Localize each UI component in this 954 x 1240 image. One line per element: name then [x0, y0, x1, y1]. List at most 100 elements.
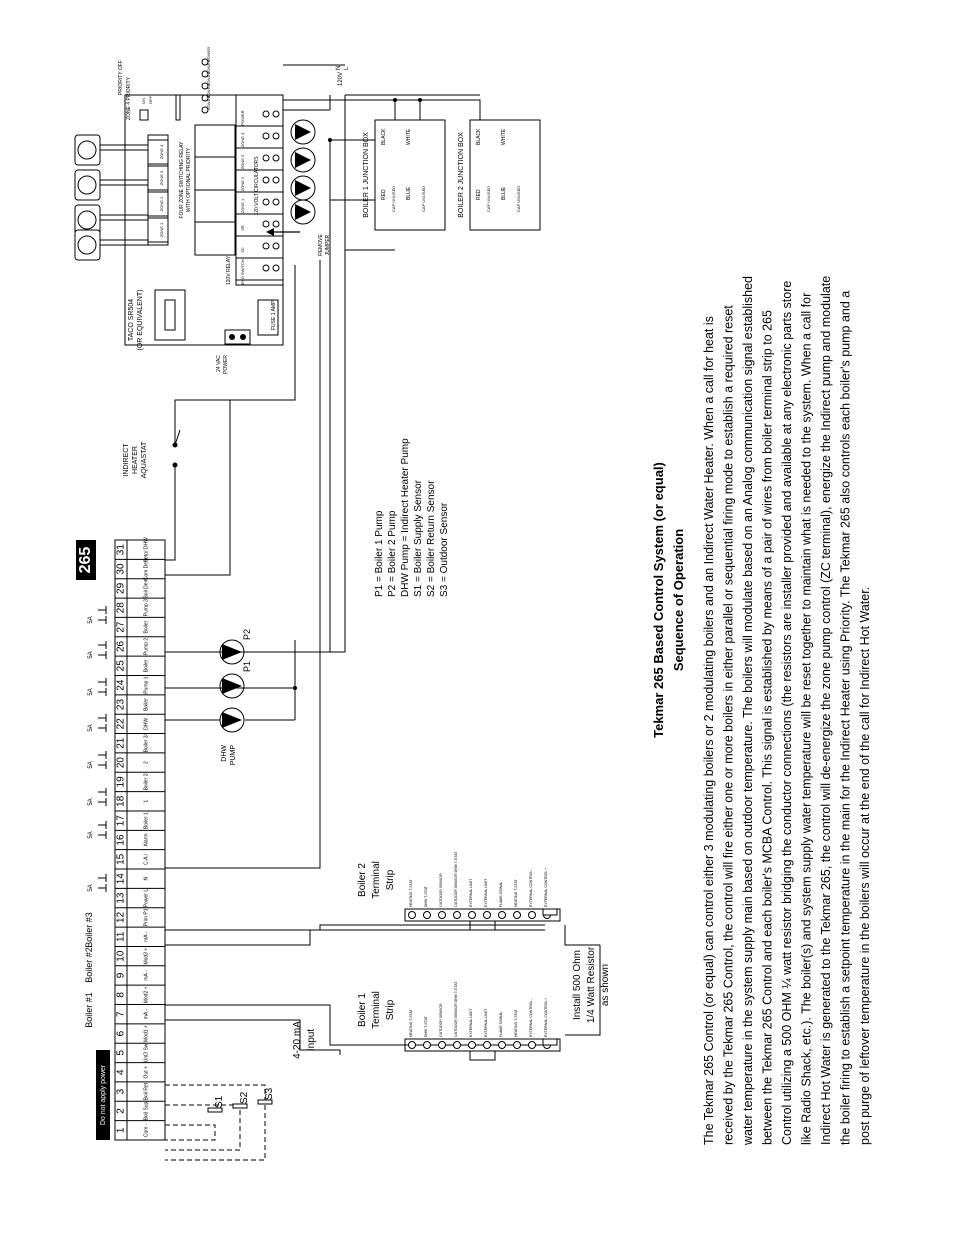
fuse-label: 5A [88, 761, 94, 768]
strip-terminal-label: EXTERNAL CONTROL + [544, 868, 548, 907]
strip-screw [483, 1041, 491, 1049]
relay-contact-symbol [98, 751, 107, 769]
taco-screw [272, 154, 280, 162]
tekmar-terminal-number: 13 [116, 892, 127, 904]
resistor [542, 1038, 558, 1046]
zone-terminal [147, 139, 169, 165]
taco-output-block [235, 94, 284, 286]
tekmar-terminal-number: 17 [116, 815, 127, 827]
vac-screw-1 [229, 334, 235, 340]
resistor-note-line3: as shown [600, 964, 611, 1006]
tekmar-terminal-number: 8 [116, 992, 127, 998]
strip-terminal-label: EXTERNAL LIMIT [469, 878, 473, 907]
led-label: ZONE 4 [206, 95, 211, 110]
taco-output-label: ZONE 2 [240, 176, 245, 191]
mod1-plus-wire [165, 1019, 341, 1055]
strip-1-line2: Terminal [371, 991, 382, 1029]
tekmar-terminal-number: 31 [116, 544, 127, 556]
strip-screw [408, 1041, 416, 1049]
strip-terminal-label: EXTERNAL LIMIT [484, 1008, 488, 1037]
strip-terminal-label: OUTDOOR SENSOR [439, 1003, 443, 1037]
tekmar-terminal-label: Mod2 + [143, 986, 149, 1003]
taco-screw [272, 242, 280, 250]
taco-output-label: ZC [240, 247, 245, 252]
tekmar-terminal-number: 14 [116, 873, 127, 885]
jbox-2-black: BLACK [476, 128, 482, 145]
sensors: S1 S2 S3 [165, 1084, 275, 1161]
aquastat-switch [174, 399, 230, 446]
zone-terminal [147, 165, 169, 191]
switch-off: OFF [148, 95, 153, 104]
taco-24vac-2: POWER [223, 355, 229, 374]
strip-screw [408, 911, 416, 919]
fuse-label: 5A [88, 724, 94, 731]
tekmar-terminal-label: Boil Sup [143, 1101, 149, 1120]
taco-24vac-1: 24 VAC [216, 355, 222, 372]
taco-screw [262, 264, 270, 272]
tekmar-terminal-number: 3 [116, 1088, 127, 1094]
body-line: like Radio Shack, etc.). The boiler(s) a… [800, 293, 814, 1145]
relay-contact-symbol [98, 714, 107, 732]
strip-screw [498, 911, 506, 919]
taco-output-label: POWER [240, 110, 245, 125]
taco-120v-relay: 120V RELAY [226, 255, 232, 285]
strip-1-line1: Boiler 1 [357, 993, 368, 1027]
priority-switch [139, 109, 149, 121]
tekmar-terminal-number: 24 [116, 679, 127, 691]
tekmar-terminal-number: 29 [116, 582, 127, 594]
pump-output-wires [165, 95, 346, 689]
tekmar-terminal-label: Prim P1 [143, 908, 149, 926]
mod2-minus-wire [165, 924, 545, 931]
tekmar-terminal-number: 30 [116, 563, 127, 575]
led-icon [201, 106, 209, 114]
tekmar-terminal-number: 6 [116, 1030, 127, 1036]
dhw-pump-label-1: DHW [221, 745, 228, 762]
strip-screw [453, 1041, 461, 1049]
legend-2: P2 = Boiler 2 Pump [387, 510, 398, 597]
jbox-2-cap-2: CAP UNUSED [516, 186, 521, 212]
body-line: Control utilizing a 500 OHM ¼ watt resis… [780, 281, 794, 1145]
tekmar-terminal-label: mA - [143, 1009, 149, 1020]
taco-output-label: ZONE 4 [240, 132, 245, 147]
led-label: ZONE 3 [206, 83, 211, 98]
taco-output-label: ZONE 1 [240, 198, 245, 213]
mod2-plus-wire [165, 929, 545, 946]
legend-4: S1 = Boiler Supply Sensor [413, 479, 424, 597]
tekmar-terminal-number: 16 [116, 834, 127, 846]
tekmar-terminal-label: Alarm [143, 833, 149, 846]
taco-screw [272, 264, 280, 272]
ma-signal-wiring: 4-20 mA Input Install 500 Ohm 1/4 Watt R… [165, 924, 611, 1059]
tekmar-terminal-label: Power L [143, 889, 149, 908]
taco-screw [272, 220, 280, 228]
strip-terminal-label: FLAME SIGNAL [499, 881, 503, 907]
taco-led-bar [175, 94, 181, 121]
body-line: post purge of leftover temperature in th… [858, 587, 872, 1145]
tekmar-terminal-number: 2 [116, 1108, 127, 1114]
tekmar-model-badge [76, 540, 96, 580]
jbox-2-cap-1: CAP UNUSED [486, 186, 491, 212]
power-l-wire [165, 260, 321, 869]
jbox-2-white: WHITE [501, 128, 507, 145]
remove-jumper-arrowhead [266, 228, 274, 236]
indirect-aquastat: INDIRECT HEATER AQUASTAT [123, 265, 296, 576]
tekmar-terminal-number: 19 [116, 776, 127, 788]
zone-terminal-label: ZONE 3 [159, 170, 164, 185]
tekmar-terminal-label: Boiler [143, 698, 149, 711]
taco-screw [262, 198, 270, 206]
junction-dot-3 [293, 686, 297, 690]
supply-l: L [344, 66, 350, 70]
body-line: between the Tekmar 265 Control and each … [761, 310, 775, 1145]
supply-n: N [336, 66, 342, 70]
tekmar-terminal-number: 18 [116, 795, 127, 807]
switch-on: ON [141, 98, 146, 104]
page-subtitle: Sequence of Operation [671, 529, 686, 671]
tekmar-terminal-number: 10 [116, 950, 127, 962]
strip-terminal-label: EXTERNAL CONTROL - [529, 868, 533, 907]
taco-screw [272, 176, 280, 184]
tekmar-terminal-number: 5 [116, 1050, 127, 1056]
tekmar-terminal-label: Out + [143, 1066, 149, 1078]
taco-screw [262, 220, 270, 228]
